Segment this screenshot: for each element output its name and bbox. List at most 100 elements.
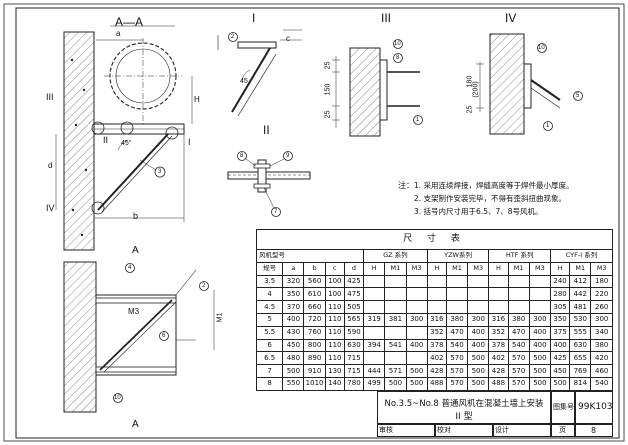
callout-2-label-I: 2 (231, 34, 235, 40)
table-cell (507, 300, 530, 314)
drawing-subtitle: II 型 (455, 412, 473, 422)
table-cell: 375 (549, 325, 571, 340)
plate-III (379, 59, 388, 121)
column-header: b (303, 261, 326, 276)
table-cell: 425 (343, 274, 365, 289)
page-number: 8 (591, 426, 597, 435)
plate-IV (523, 63, 532, 109)
table-cell: 470 (507, 325, 530, 340)
table-cell: 180 (590, 274, 613, 289)
callout-2-label-plan: 2 (202, 283, 206, 289)
column-header: c (324, 261, 345, 276)
table-cell: 400 (282, 312, 305, 327)
table-cell: 814 (569, 376, 592, 391)
dim-25-IV: 25 (466, 105, 474, 114)
table-cell: 370 (282, 300, 305, 314)
atlas-label: 图集号 (553, 403, 574, 411)
table-cell: 444 (363, 364, 386, 378)
callout-4-label: 4 (128, 265, 132, 271)
wall-IV (489, 33, 525, 135)
table-cell: 570 (445, 376, 469, 391)
table-cell: 555 (569, 325, 592, 340)
table-cell: 378 (488, 338, 509, 353)
callout-6-circle (159, 331, 169, 341)
table-cell: 500 (528, 351, 551, 366)
table-cell: 394 (363, 338, 386, 353)
plan-diagonal-brace (99, 299, 173, 371)
dim-25-top: 25 (324, 61, 332, 70)
table-cell: 4 (255, 287, 284, 302)
detail-II (227, 151, 311, 217)
table-cell: 430 (282, 325, 305, 340)
notes-heading: 注： (398, 181, 414, 190)
table-cell: 530 (569, 312, 592, 327)
table-cell: 110 (324, 325, 345, 340)
callout-3-label: 3 (158, 169, 162, 175)
callout-2-circle-I (228, 32, 238, 42)
table-cell: 610 (303, 287, 326, 302)
callout-5-circle-IV (573, 91, 583, 101)
view-I-title: I (252, 11, 256, 25)
table-cell: 910 (303, 364, 326, 378)
table-cell: 412 (569, 274, 592, 289)
table-cell (405, 325, 428, 340)
series-header-gz: GZ 系列 (363, 249, 428, 263)
callout-8-label-III: 8 (396, 55, 400, 61)
outer-border (3, 3, 625, 442)
callout-7-label: 7 (274, 209, 278, 215)
atlas-number: 99K103 (578, 402, 613, 412)
dim-a: a (116, 29, 121, 38)
note-1: 1. 采用连续焊接，焊缝高度等于焊件最小厚度。 (414, 181, 574, 190)
column-header: M1 (569, 261, 592, 276)
column-header: M3 (405, 261, 428, 276)
callout-2-circle-plan (199, 281, 209, 291)
callout-8-label: 8 (240, 153, 244, 159)
view-II-title: II (263, 123, 270, 137)
table-cell: 500 (528, 364, 551, 378)
callout-10-circle-IV (537, 43, 547, 53)
table-cell: 8 (255, 376, 284, 391)
size-table: 尺 寸 表 风机型号 GZ 系列 YZW系列 HTF 系列 CYF-I 系列 规… (255, 229, 614, 391)
table-cell: 890 (303, 351, 326, 366)
table-cell: 540 (445, 338, 469, 353)
column-header: H (363, 261, 386, 276)
table-cell: 300 (467, 312, 490, 327)
column-header: a (282, 261, 305, 276)
wall-III (349, 47, 381, 137)
callout-10-circle-III (393, 39, 403, 49)
size-table-title: 尺 寸 表 (256, 229, 613, 250)
column-header: H (549, 261, 571, 276)
table-cell: 400 (549, 338, 571, 353)
wall-plan (63, 261, 97, 413)
table-cell: 6.5 (255, 351, 284, 366)
title-cell (377, 391, 551, 424)
dim-d: d (48, 161, 53, 170)
detail-I (217, 29, 302, 117)
table-cell (507, 287, 530, 302)
detail-III (332, 39, 423, 137)
callout-4-circle (125, 263, 135, 273)
table-cell (426, 274, 447, 289)
fan-no-header: 风机型号 (255, 249, 365, 263)
table-cell: 110 (324, 300, 345, 314)
table-cell: 720 (303, 312, 326, 327)
series-header-htf: HTF 系列 (488, 249, 551, 263)
table-cell (384, 287, 407, 302)
table-cell: 570 (445, 351, 469, 366)
table-cell: 300 (590, 312, 613, 327)
table-cell: 5 (255, 312, 284, 327)
table-cell: 130 (324, 364, 345, 378)
table-cell (488, 300, 509, 314)
table-cell: 7 (255, 364, 284, 378)
plan-view (63, 261, 215, 413)
detail-I-plate (237, 41, 277, 49)
table-cell: 660 (303, 300, 326, 314)
table-cell (528, 300, 551, 314)
diagonal-brace-aa (97, 133, 169, 211)
table-cell: 715 (343, 364, 365, 378)
callout-1-label-III: 1 (416, 117, 420, 123)
column-header: M3 (467, 261, 490, 276)
